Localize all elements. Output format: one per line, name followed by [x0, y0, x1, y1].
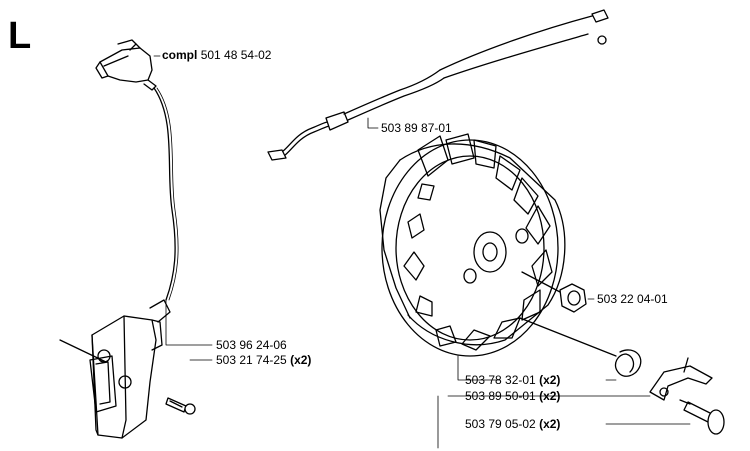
label-flywheel-nut: 503 22 04-01: [597, 292, 668, 306]
part-qty: (x2): [539, 417, 561, 431]
label-module-screw: 503 21 74-25 (x2): [216, 353, 311, 367]
spark-plug-cap-drawing: [95, 39, 157, 91]
part-number: 503 79 05-02: [465, 417, 536, 431]
wire-harness-drawing: [267, 9, 609, 161]
flywheel-nut-drawing: [521, 271, 587, 313]
section-letter: L: [8, 15, 32, 57]
ignition-module-drawing: [59, 299, 171, 439]
part-number: 503 89 87-01: [381, 121, 452, 135]
part-number: 503 21 74-25: [216, 353, 287, 367]
part-number: 503 89 50-01: [465, 389, 536, 403]
part-number: 503 22 04-01: [597, 292, 668, 306]
pawl-pin-drawing: [679, 399, 725, 435]
part-qty: (x2): [539, 389, 561, 403]
part-prefix: compl: [162, 48, 198, 62]
flywheel-drawing: [379, 133, 566, 357]
part-qty: (x2): [539, 373, 561, 387]
label-starter-spring: 503 78 32-01 (x2): [465, 373, 560, 387]
label-pawl-pin: 503 79 05-02 (x2): [465, 417, 560, 431]
label-wire-harness: 503 89 87-01: [381, 121, 452, 135]
starter-spring-drawing: [519, 317, 642, 377]
part-number: 503 96 24-06: [216, 338, 287, 352]
starter-pawl-drawing: [649, 357, 713, 401]
label-ignition-module: 503 96 24-06: [216, 338, 287, 352]
part-qty: (x2): [290, 353, 312, 367]
label-starter-pawl: 503 89 50-01 (x2): [465, 389, 560, 403]
ignition-lead: [153, 87, 176, 301]
label-spark-plug-cap: compl 501 48 54-02: [162, 48, 271, 62]
part-number: 503 78 32-01: [465, 373, 536, 387]
part-number: 501 48 54-02: [200, 48, 272, 62]
module-screw-drawing: [165, 397, 196, 415]
leader-lines: [153, 55, 691, 449]
